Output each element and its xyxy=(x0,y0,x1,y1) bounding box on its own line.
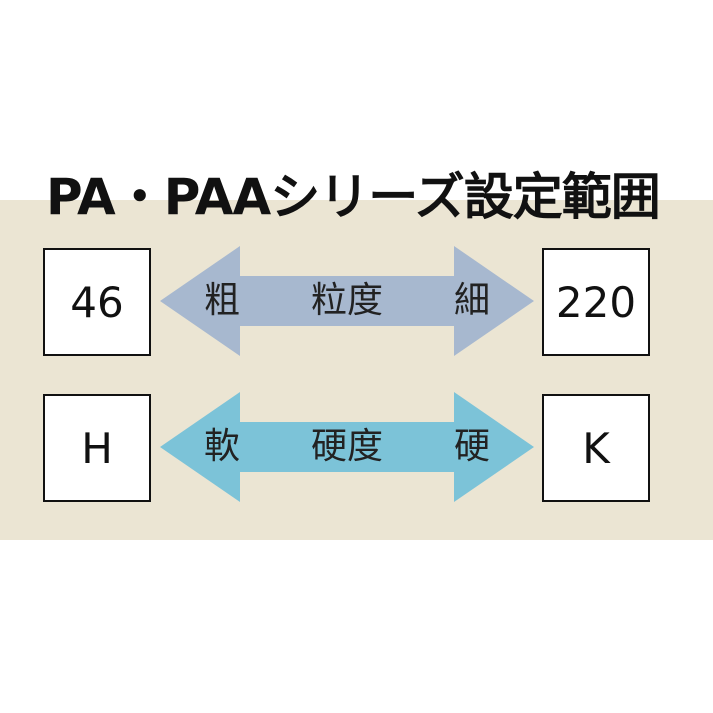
grit-range-arrow: 粗 粒度 細 xyxy=(160,246,534,356)
grit-fine-label: 細 xyxy=(453,280,490,321)
hardness-soft-label: 軟 xyxy=(204,426,241,467)
hardness-min-value: H xyxy=(81,423,113,473)
grit-min-value: 46 xyxy=(70,277,124,327)
grit-coarse-label: 粗 xyxy=(204,280,241,321)
double-arrow-icon xyxy=(160,392,534,502)
hardness-hard-label: 硬 xyxy=(453,426,490,467)
grit-arrow-shape xyxy=(160,246,534,356)
hardness-min-box: H xyxy=(43,394,151,502)
hardness-max-value: K xyxy=(582,423,610,473)
grit-max-value: 220 xyxy=(555,277,637,327)
double-arrow-icon xyxy=(160,246,534,356)
grit-axis-label: 粒度 xyxy=(310,280,383,321)
diagram-title: PA・PAAシリーズ設定範囲 xyxy=(46,168,661,226)
hardness-axis-label: 硬度 xyxy=(310,426,383,467)
grit-max-box: 220 xyxy=(542,248,650,356)
grit-min-box: 46 xyxy=(43,248,151,356)
hardness-max-box: K xyxy=(542,394,650,502)
hardness-arrow-shape xyxy=(160,392,534,502)
hardness-range-arrow: 軟 硬度 硬 xyxy=(160,392,534,502)
